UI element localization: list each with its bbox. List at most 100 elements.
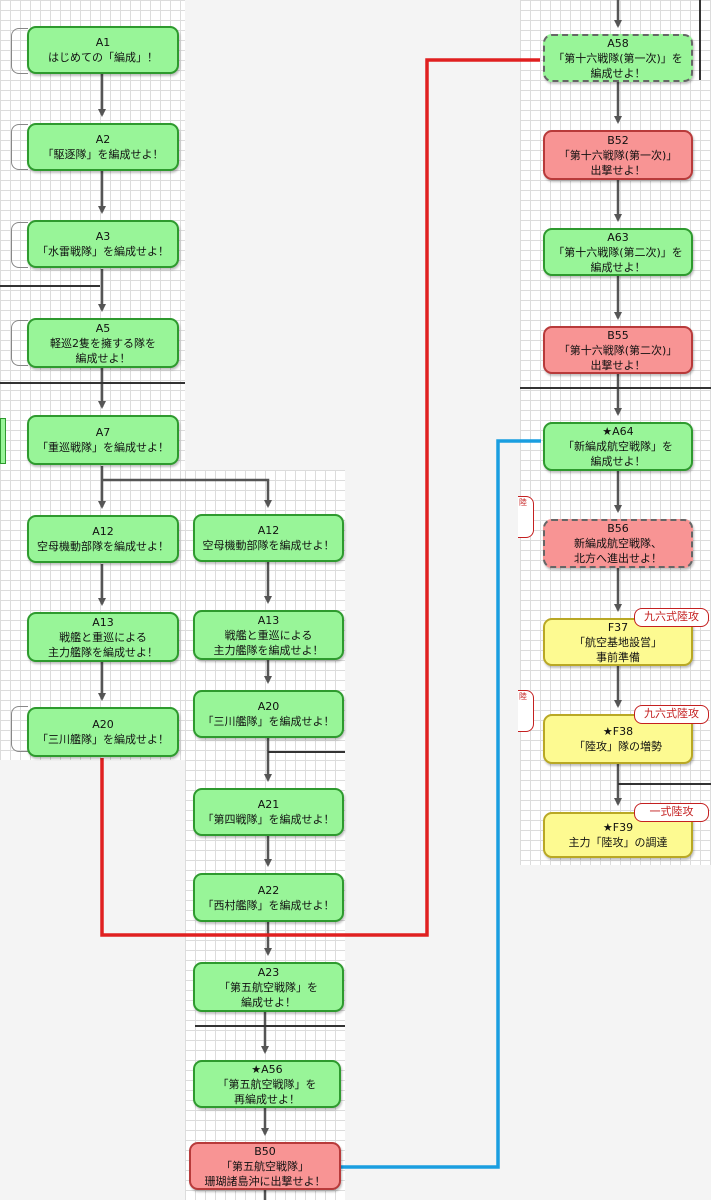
node-b55-line: 「第十六戦隊(第二次)」: [558, 343, 678, 357]
node-a21-line: 「第四戦隊」を編成せよ！: [202, 813, 335, 826]
node-a12-right-line: 空母機動部隊を編成せよ！: [202, 539, 335, 552]
node-f37-line: 「航空基地設営」: [574, 635, 662, 649]
node-b55-line: 出撃せよ！: [590, 358, 646, 372]
node-a21-line: A21: [257, 798, 280, 811]
tag-f37: 九六式陸攻: [634, 608, 709, 627]
node-a56-line: 「第五航空戦隊」を: [217, 1077, 317, 1091]
node-a13-left-line: 戦艦と重巡による: [59, 630, 147, 644]
node-a64-line: 「新編成航空戦隊」を: [563, 440, 673, 453]
node-f39-line: ★F39: [602, 821, 634, 834]
side-bracket: [11, 28, 28, 74]
side-bracket: [11, 124, 28, 170]
node-b52-line: B52: [607, 133, 629, 147]
side-bracket: [11, 320, 28, 366]
node-a58-line: A58: [607, 36, 629, 50]
node-a20-right-line: 「三川艦隊」を編成せよ！: [202, 715, 335, 728]
node-b50-line: 「第五航空戦隊」: [221, 1159, 309, 1173]
node-a56-line: ★A56: [251, 1062, 283, 1076]
node-a13-right-line: 戦艦と重巡による: [224, 628, 313, 642]
node-a23-line: 「第五航空戦隊」を: [219, 980, 318, 994]
node-b52-line: 「第十六戦隊(第一次)」: [558, 148, 678, 162]
node-a22-line: A22: [257, 883, 280, 897]
side-stub-green: [0, 418, 6, 464]
node-b56-line: 新編成航空戦隊、: [574, 537, 662, 550]
blue-link-b50-to-a64: [341, 439, 541, 1169]
node-a20-left-line: A20: [92, 718, 114, 731]
node-a1[interactable]: A1 はじめての「編成」！: [27, 26, 179, 74]
node-a5[interactable]: A5 軽巡2隻を擁する隊を 編成せよ！: [27, 318, 179, 368]
tag-f39: 一式陸攻: [634, 803, 709, 822]
node-a12-left-line: 空母機動部隊を編成せよ！: [37, 540, 169, 553]
node-a13-left-line: A13: [92, 615, 114, 629]
node-a2-line: 「駆逐隊」を編成せよ！: [42, 148, 164, 161]
node-a56-line: 再編成せよ！: [234, 1092, 300, 1106]
node-b50-line: 珊瑚諸島沖に出撃せよ！: [204, 1174, 326, 1188]
node-b52-line: 出撃せよ！: [590, 163, 646, 177]
edge-a7-a12-right: [102, 478, 272, 508]
node-b56-line: 北方へ進出せよ！: [574, 552, 662, 565]
node-a23[interactable]: A23 「第五航空戦隊」を 編成せよ！: [193, 962, 344, 1012]
node-a5-line: 編成せよ！: [75, 351, 131, 365]
node-b55[interactable]: B55 「第十六戦隊(第二次)」 出撃せよ！: [543, 326, 693, 374]
node-b56[interactable]: B56 新編成航空戦隊、 北方へ進出せよ！: [543, 519, 693, 568]
node-a23-line: 編成せよ！: [241, 995, 296, 1009]
node-a2[interactable]: A2 「駆逐隊」を編成せよ！: [27, 123, 179, 171]
node-a12-right-line: A12: [257, 524, 280, 537]
node-b50[interactable]: B50 「第五航空戦隊」 珊瑚諸島沖に出撃せよ！: [189, 1142, 341, 1190]
node-a20-left-line: 「三川艦隊」を編成せよ！: [37, 733, 169, 746]
node-f37-line: F37: [607, 620, 629, 634]
node-a63-line: A63: [607, 230, 629, 244]
side-bracket: [11, 706, 28, 752]
node-a20-right[interactable]: A20 「三川艦隊」を編成せよ！: [193, 690, 344, 738]
node-a12-left-line: A12: [92, 525, 114, 538]
node-a64[interactable]: ★A64 「新編成航空戦隊」を 編成せよ！: [543, 422, 693, 471]
node-a63-line: 編成せよ！: [590, 260, 646, 274]
node-a3-line: 「水雷戦隊」を編成せよ！: [37, 245, 169, 258]
node-a1-line: はじめての「編成」！: [48, 51, 158, 64]
node-b50-line: B50: [254, 1144, 276, 1158]
node-a64-line: 編成せよ！: [590, 455, 646, 468]
edge-tag-b56: 陸: [518, 496, 534, 538]
node-f38-line: 「陸攻」隊の増勢: [574, 740, 662, 753]
node-a1-line: A1: [95, 36, 111, 49]
node-f37-line: 事前準備: [596, 650, 640, 664]
node-a13-right[interactable]: A13 戦艦と重巡による 主力艦隊を編成せよ！: [193, 610, 344, 660]
node-a58-line: 編成せよ！: [590, 66, 646, 80]
node-a7-line: 「重巡戦隊」を編成せよ！: [37, 441, 169, 454]
node-b52[interactable]: B52 「第十六戦隊(第一次)」 出撃せよ！: [543, 130, 693, 180]
node-f39-line: 主力「陸攻」の調達: [568, 836, 668, 849]
node-a22-line: 「西村艦隊」を編成せよ！: [202, 898, 335, 912]
node-f38-line: ★F38: [602, 725, 634, 738]
node-a21[interactable]: A21 「第四戦隊」を編成せよ！: [193, 788, 344, 836]
node-a63[interactable]: A63 「第十六戦隊(第二次)」を 編成せよ！: [543, 228, 693, 276]
node-a20-right-line: A20: [257, 700, 280, 713]
node-f38[interactable]: ★F38 「陸攻」隊の増勢: [543, 714, 693, 764]
tag-f38: 九六式陸攻: [634, 705, 709, 724]
node-a13-left[interactable]: A13 戦艦と重巡による 主力艦隊を編成せよ！: [27, 612, 179, 662]
red-link-a20-to-a58: [100, 58, 540, 937]
node-a12-left[interactable]: A12 空母機動部隊を編成せよ！: [27, 515, 179, 563]
node-a7-line: A7: [95, 426, 111, 439]
node-a13-left-line: 主力艦隊を編成せよ！: [48, 645, 158, 659]
node-a58[interactable]: A58 「第十六戦隊(第一次)」を 編成せよ！: [543, 34, 693, 82]
node-a2-line: A2: [95, 133, 111, 146]
node-a22[interactable]: A22 「西村艦隊」を編成せよ！: [193, 873, 344, 922]
node-a7[interactable]: A7 「重巡戦隊」を編成せよ！: [27, 415, 179, 465]
node-a58-line: 「第十六戦隊(第一次)」を: [553, 51, 683, 65]
node-b55-line: B55: [607, 328, 629, 342]
node-a5-line: 軽巡2隻を擁する隊を: [50, 336, 156, 350]
node-a13-right-line: A13: [257, 613, 280, 627]
node-a63-line: 「第十六戦隊(第二次)」を: [553, 245, 683, 259]
node-a23-line: A23: [257, 965, 280, 979]
node-a12-right[interactable]: A12 空母機動部隊を編成せよ！: [193, 514, 344, 562]
node-a20-left[interactable]: A20 「三川艦隊」を編成せよ！: [27, 707, 179, 757]
node-a3[interactable]: A3 「水雷戦隊」を編成せよ！: [27, 220, 179, 268]
node-a56[interactable]: ★A56 「第五航空戦隊」を 再編成せよ！: [193, 1060, 341, 1108]
node-a3-line: A3: [95, 230, 111, 243]
node-b56-line: B56: [607, 522, 629, 535]
edge-tag-f38: 陸: [518, 690, 534, 732]
node-a64-line: ★A64: [602, 425, 634, 438]
node-a5-line: A5: [95, 321, 111, 335]
node-a13-right-line: 主力艦隊を編成せよ！: [213, 643, 324, 657]
side-bracket: [11, 222, 28, 268]
